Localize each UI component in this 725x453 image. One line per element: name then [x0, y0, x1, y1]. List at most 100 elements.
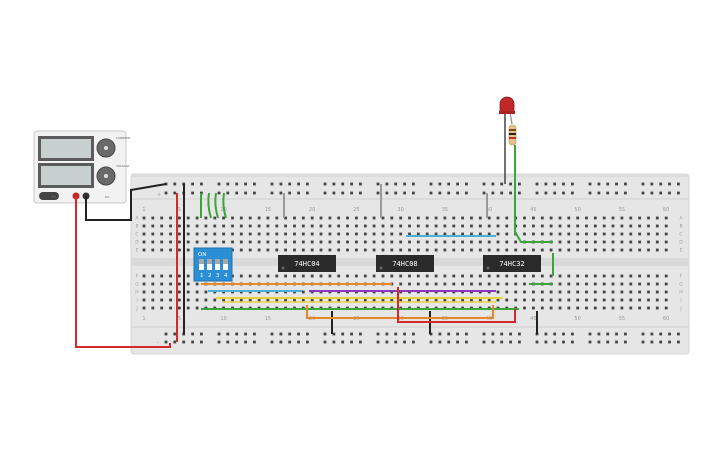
breadboard-hole[interactable] — [505, 224, 509, 228]
rail-hole[interactable] — [164, 340, 168, 344]
breadboard-hole[interactable] — [239, 298, 243, 302]
breadboard-hole[interactable] — [222, 240, 225, 244]
rail-hole[interactable] — [173, 332, 177, 336]
breadboard-hole[interactable] — [647, 216, 650, 220]
breadboard-hole[interactable] — [496, 240, 500, 244]
breadboard-hole[interactable] — [169, 298, 172, 302]
rail-hole[interactable] — [235, 191, 239, 195]
breadboard-hole[interactable] — [142, 232, 146, 236]
rail-hole[interactable] — [438, 191, 442, 195]
breadboard-hole[interactable] — [257, 232, 261, 236]
breadboard-hole[interactable] — [257, 240, 261, 244]
rail-hole[interactable] — [677, 191, 680, 195]
breadboard-hole[interactable] — [390, 274, 394, 278]
breadboard-hole[interactable] — [478, 274, 482, 278]
breadboard-hole[interactable] — [585, 216, 588, 220]
rail-hole[interactable] — [217, 332, 221, 336]
breadboard-hole[interactable] — [558, 306, 562, 310]
breadboard-hole[interactable] — [655, 298, 659, 302]
breadboard-hole[interactable] — [186, 290, 190, 294]
rail-hole[interactable] — [385, 332, 389, 336]
rail-hole[interactable] — [650, 340, 654, 344]
rail-hole[interactable] — [456, 332, 459, 336]
breadboard-hole[interactable] — [425, 232, 429, 236]
rail-hole[interactable] — [500, 191, 504, 195]
rail-hole[interactable] — [615, 340, 618, 344]
red-signal-wire[interactable] — [397, 287, 516, 323]
breadboard-hole[interactable] — [328, 298, 332, 302]
breadboard-hole[interactable] — [487, 282, 491, 286]
breadboard-hole[interactable] — [301, 232, 305, 236]
breadboard-hole[interactable] — [355, 298, 358, 302]
breadboard-hole[interactable] — [461, 224, 464, 228]
breadboard-hole[interactable] — [346, 224, 349, 228]
breadboard-hole[interactable] — [178, 274, 181, 278]
breadboard-hole[interactable] — [363, 240, 367, 244]
breadboard-hole[interactable] — [390, 248, 394, 252]
breadboard-hole[interactable] — [284, 216, 287, 220]
breadboard-hole[interactable] — [363, 248, 367, 252]
rail-hole[interactable] — [544, 340, 548, 344]
breadboard-hole[interactable] — [496, 290, 500, 294]
rail-hole[interactable] — [376, 182, 380, 186]
rail-hole[interactable] — [253, 182, 256, 186]
breadboard-hole[interactable] — [461, 298, 464, 302]
rail-hole[interactable] — [641, 332, 645, 336]
breadboard-hole[interactable] — [416, 240, 420, 244]
breadboard-hole[interactable] — [337, 274, 341, 278]
rail-hole[interactable] — [191, 191, 194, 195]
breadboard-hole[interactable] — [638, 298, 641, 302]
breadboard-hole[interactable] — [443, 232, 447, 236]
rail-hole[interactable] — [394, 191, 398, 195]
rail-hole[interactable] — [659, 332, 663, 336]
breadboard-hole[interactable] — [593, 240, 597, 244]
breadboard-hole[interactable] — [266, 298, 270, 302]
rail-hole[interactable] — [491, 182, 495, 186]
rail-hole[interactable] — [191, 332, 194, 336]
breadboard-hole[interactable] — [558, 274, 562, 278]
breadboard-hole[interactable] — [478, 232, 482, 236]
breadboard-hole[interactable] — [611, 282, 615, 286]
breadboard-hole[interactable] — [638, 274, 641, 278]
breadboard-hole[interactable] — [655, 232, 659, 236]
breadboard-hole[interactable] — [328, 216, 332, 220]
breadboard-hole[interactable] — [470, 274, 473, 278]
breadboard-hole[interactable] — [452, 216, 456, 220]
rail-hole[interactable] — [350, 332, 353, 336]
breadboard-hole[interactable] — [532, 248, 535, 252]
rail-hole[interactable] — [624, 182, 627, 186]
rail-hole[interactable] — [323, 191, 327, 195]
breadboard-hole[interactable] — [390, 240, 394, 244]
breadboard-hole[interactable] — [231, 240, 234, 244]
breadboard-hole[interactable] — [337, 248, 341, 252]
breadboard-hole[interactable] — [593, 306, 597, 310]
breadboard-hole[interactable] — [293, 232, 296, 236]
breadboard-hole[interactable] — [408, 224, 411, 228]
rail-hole[interactable] — [668, 182, 671, 186]
rail-hole[interactable] — [173, 182, 177, 186]
breadboard-hole[interactable] — [381, 224, 385, 228]
breadboard-hole[interactable] — [576, 290, 580, 294]
dip-switch-4[interactable] — [223, 259, 228, 270]
breadboard-hole[interactable] — [638, 216, 641, 220]
rail-hole[interactable] — [332, 340, 336, 344]
breadboard-hole[interactable] — [647, 290, 650, 294]
breadboard-hole[interactable] — [434, 232, 438, 236]
breadboard-hole[interactable] — [151, 282, 155, 286]
breadboard-hole[interactable] — [585, 298, 588, 302]
rail-hole[interactable] — [350, 182, 353, 186]
breadboard-hole[interactable] — [275, 240, 279, 244]
breadboard-hole[interactable] — [496, 248, 500, 252]
breadboard-hole[interactable] — [514, 274, 518, 278]
breadboard-hole[interactable] — [186, 282, 190, 286]
breadboard-hole[interactable] — [576, 224, 580, 228]
rail-hole[interactable] — [553, 340, 557, 344]
breadboard-hole[interactable] — [620, 306, 624, 310]
breadboard-hole[interactable] — [434, 298, 438, 302]
breadboard-hole[interactable] — [151, 290, 155, 294]
rail-hole[interactable] — [279, 332, 283, 336]
breadboard-hole[interactable] — [142, 248, 146, 252]
breadboard-hole[interactable] — [186, 240, 190, 244]
dip-switch[interactable]: ON 1 2 3 4 — [193, 247, 233, 282]
breadboard-hole[interactable] — [160, 290, 164, 294]
